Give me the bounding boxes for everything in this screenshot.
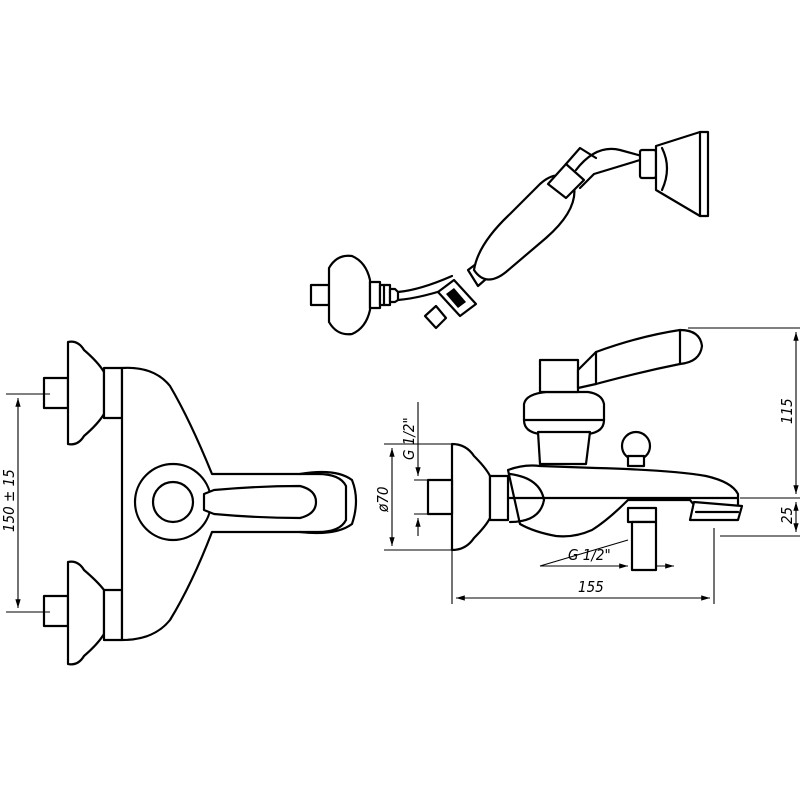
front-view: 150 ± 15 [0,340,358,666]
side-rosette [450,442,492,552]
dim-label-height: 115 [778,398,796,424]
diverter-knob [620,430,652,468]
cartridge-ring [133,462,213,542]
dim-label-rosette-diameter: ø70 [374,487,392,513]
shower-outlet [626,506,658,572]
shower-head [638,130,710,218]
dim-inlet-spacing: 150 ± 15 [0,393,50,613]
dim-thread-top: G 1/2" [400,402,432,536]
dim-label-depth: 155 [578,578,604,596]
wall-outlet-elbow [309,254,400,336]
lever-handle [202,484,318,520]
dim-rosette-diameter: ø70 [374,443,452,551]
hand-shower-set [309,130,710,336]
shower-handle [472,146,644,281]
cartridge-bonnet [522,358,606,466]
dim-depth: 155 [451,528,715,604]
dim-label-thread-bottom: G 1/2" [568,546,611,564]
side-view: 115 25 155 G 1/2" G 1/2" [374,327,800,604]
dim-height: 115 [688,327,800,499]
lower-inlet [42,560,124,666]
upper-inlet [42,340,124,446]
spout-body [506,464,740,538]
dim-spout-offset: 25 [720,502,800,537]
dim-thread-bottom: G 1/2" [539,539,674,569]
dim-label-thread-top: G 1/2" [400,417,418,460]
side-lever-handle [576,328,704,390]
dim-label-spout-offset: 25 [778,507,796,524]
dim-label-inlet-spacing: 150 ± 15 [0,469,18,532]
